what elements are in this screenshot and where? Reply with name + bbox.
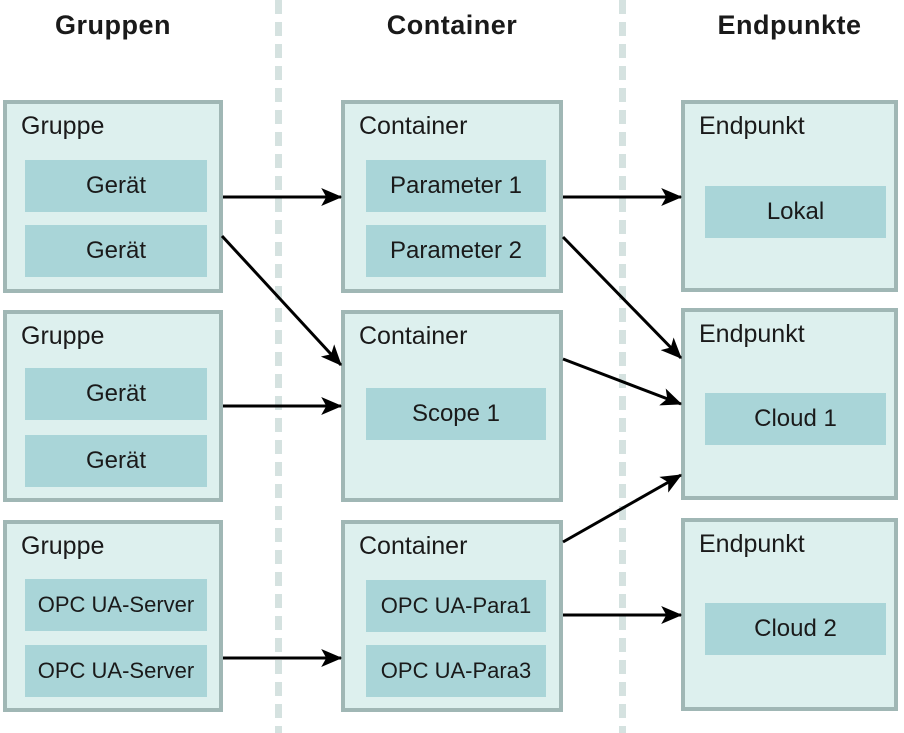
box-label: Gruppe bbox=[21, 322, 105, 350]
box-label: Container bbox=[359, 112, 468, 140]
box-label: Container bbox=[359, 532, 468, 560]
container-box-1: Container Parameter 1 Parameter 2 bbox=[341, 100, 563, 293]
endpoint-item: Lokal bbox=[705, 186, 886, 238]
scope-item: Scope 1 bbox=[366, 388, 546, 440]
group-box-3: Gruppe OPC UA-Server OPC UA-Server bbox=[3, 520, 223, 712]
opc-ua-para-item: OPC UA-Para1 bbox=[366, 580, 546, 632]
box-label: Endpunkt bbox=[699, 112, 805, 140]
column-header-gruppen: Gruppen bbox=[55, 10, 171, 40]
endpoint-box-1: Endpunkt Lokal bbox=[681, 100, 898, 292]
parameter-item: Parameter 2 bbox=[366, 225, 546, 277]
opc-ua-server-item: OPC UA-Server bbox=[25, 645, 207, 697]
opc-ua-server-item: OPC UA-Server bbox=[25, 579, 207, 631]
container-box-2: Container Scope 1 bbox=[341, 310, 563, 502]
box-label: Container bbox=[359, 322, 468, 350]
column-divider-left bbox=[275, 0, 282, 733]
box-label: Gruppe bbox=[21, 112, 105, 140]
column-header-container: Container bbox=[386, 10, 518, 40]
box-label: Endpunkt bbox=[699, 530, 805, 558]
column-divider-right bbox=[619, 0, 626, 733]
column-header-endpunkte: Endpunkte bbox=[717, 10, 862, 40]
group-box-1: Gruppe Gerät Gerät bbox=[3, 100, 223, 293]
group-box-2: Gruppe Gerät Gerät bbox=[3, 310, 223, 502]
device-item: Gerät bbox=[25, 225, 207, 277]
endpoint-box-2: Endpunkt Cloud 1 bbox=[681, 308, 898, 500]
endpoint-box-3: Endpunkt Cloud 2 bbox=[681, 518, 898, 711]
container-box-3: Container OPC UA-Para1 OPC UA-Para3 bbox=[341, 520, 563, 712]
box-label: Endpunkt bbox=[699, 320, 805, 348]
device-item: Gerät bbox=[25, 435, 207, 487]
parameter-item: Parameter 1 bbox=[366, 160, 546, 212]
device-item: Gerät bbox=[25, 160, 207, 212]
endpoint-item: Cloud 2 bbox=[705, 603, 886, 655]
device-item: Gerät bbox=[25, 368, 207, 420]
endpoint-item: Cloud 1 bbox=[705, 393, 886, 445]
box-label: Gruppe bbox=[21, 532, 105, 560]
opc-ua-para-item: OPC UA-Para3 bbox=[366, 645, 546, 697]
